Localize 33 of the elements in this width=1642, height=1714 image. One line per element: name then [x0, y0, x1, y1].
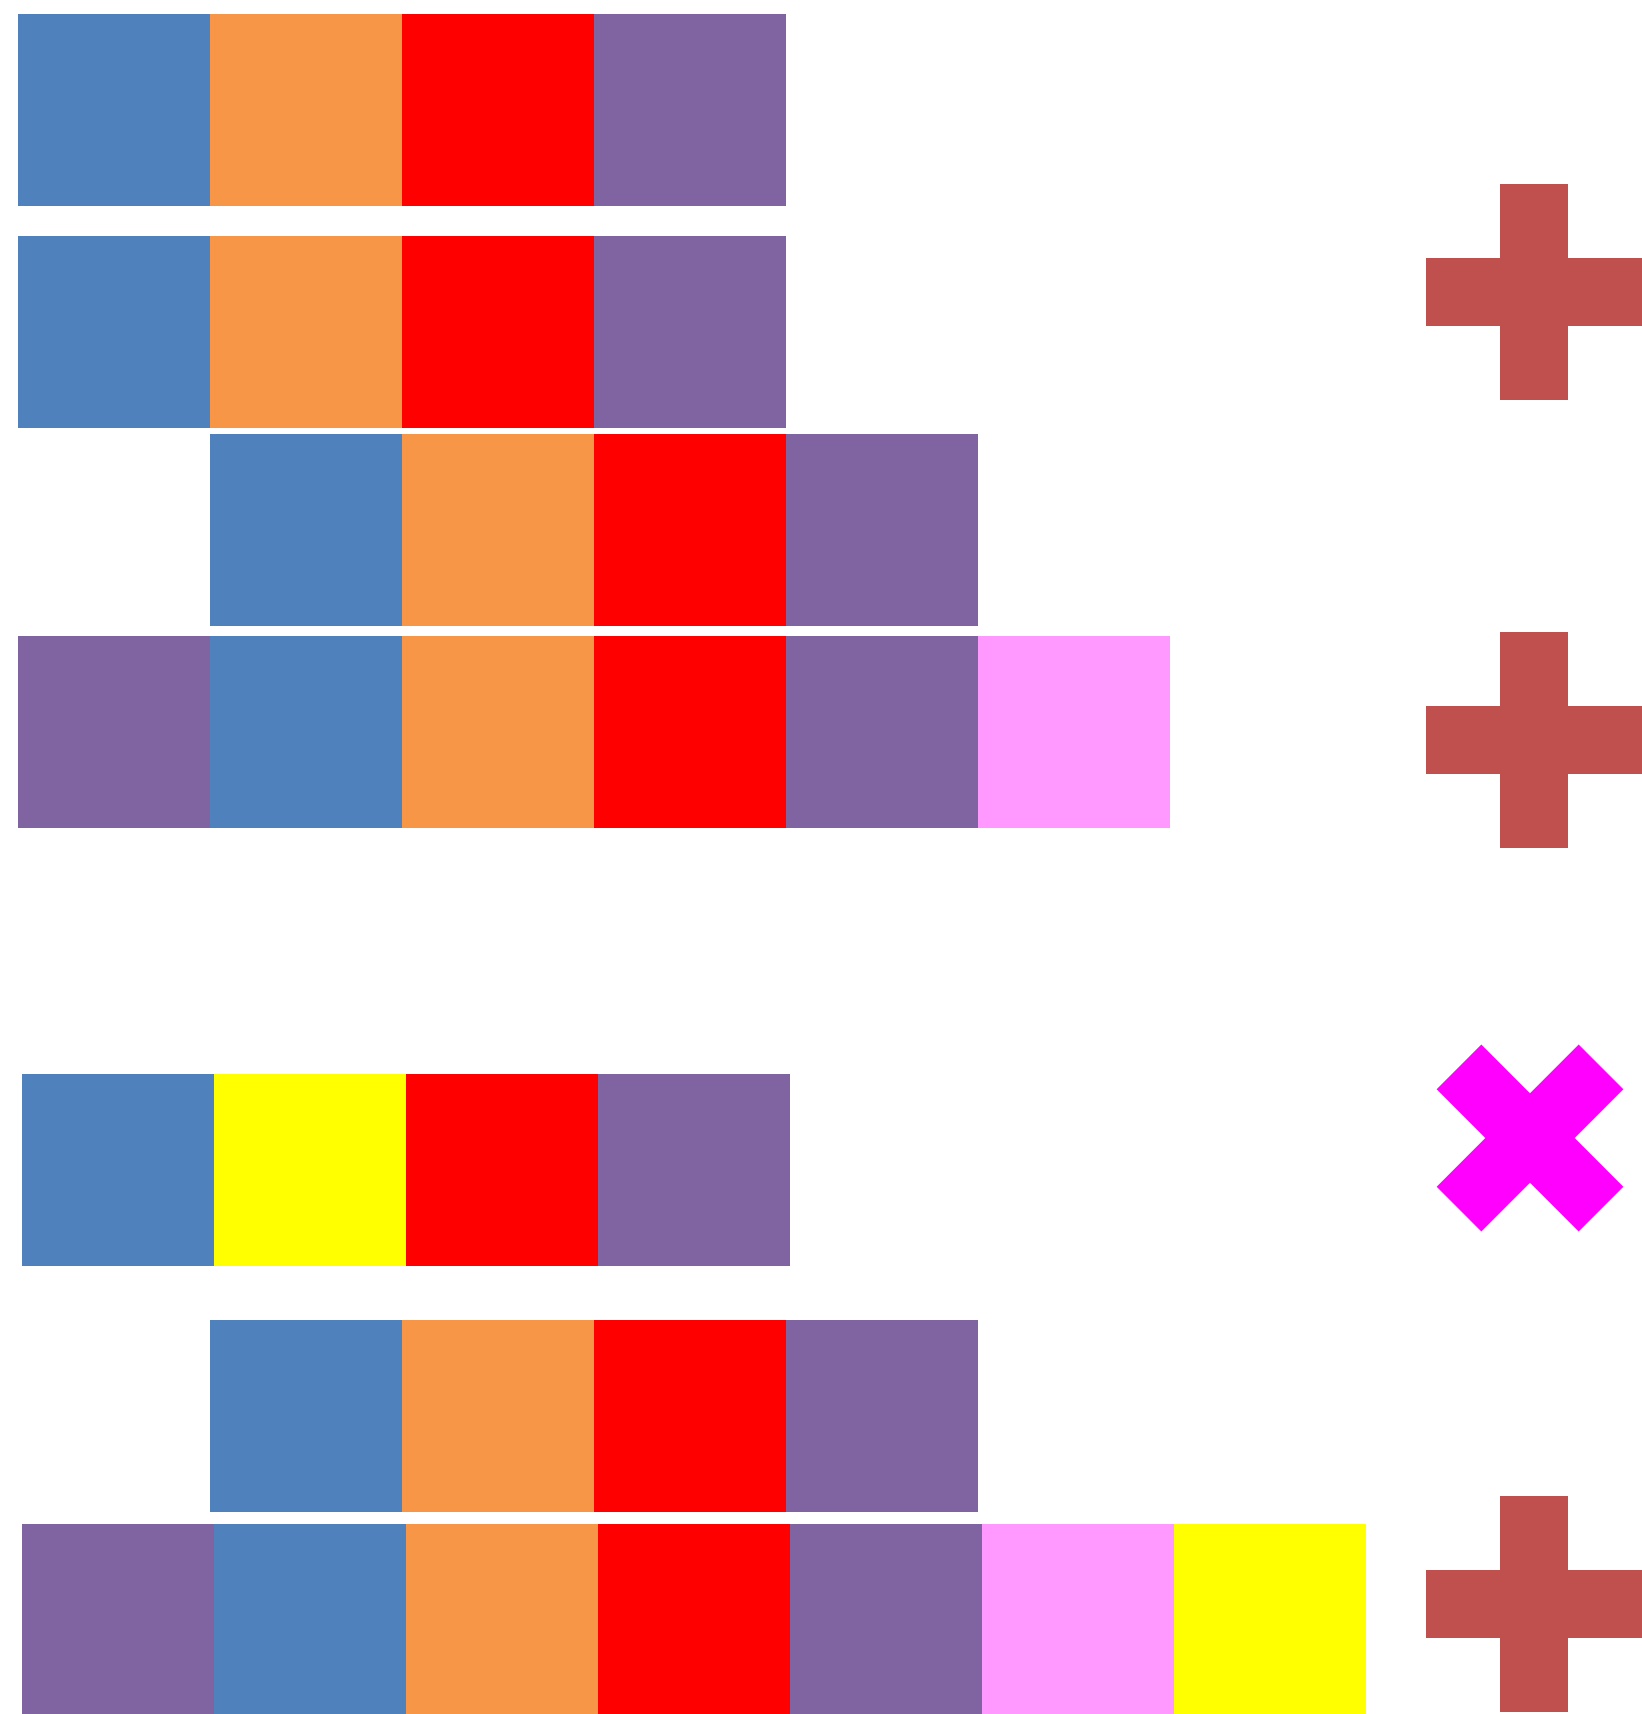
color-square	[402, 636, 594, 828]
color-square	[22, 1074, 214, 1266]
color-square	[210, 636, 402, 828]
color-square	[1174, 1524, 1366, 1714]
color-square	[786, 434, 978, 626]
color-square	[214, 1524, 406, 1714]
color-square	[598, 1074, 790, 1266]
color-square	[594, 14, 786, 206]
color-square	[598, 1524, 790, 1714]
color-square	[214, 1074, 406, 1266]
color-square	[210, 14, 402, 206]
color-square	[18, 14, 210, 206]
color-square	[18, 636, 210, 828]
color-square	[790, 1524, 982, 1714]
color-square	[210, 1320, 402, 1512]
color-square	[210, 236, 402, 428]
color-square	[594, 1320, 786, 1512]
color-square	[406, 1074, 598, 1266]
color-square	[210, 434, 402, 626]
color-square	[402, 1320, 594, 1512]
color-square	[786, 636, 978, 828]
color-square	[406, 1524, 598, 1714]
color-square	[402, 14, 594, 206]
color-square	[402, 434, 594, 626]
color-square	[594, 236, 786, 428]
color-square	[978, 636, 1170, 828]
color-square	[594, 636, 786, 828]
color-square	[22, 1524, 214, 1714]
color-square	[786, 1320, 978, 1512]
color-square	[594, 434, 786, 626]
color-square	[982, 1524, 1174, 1714]
color-square	[18, 236, 210, 428]
color-square	[402, 236, 594, 428]
